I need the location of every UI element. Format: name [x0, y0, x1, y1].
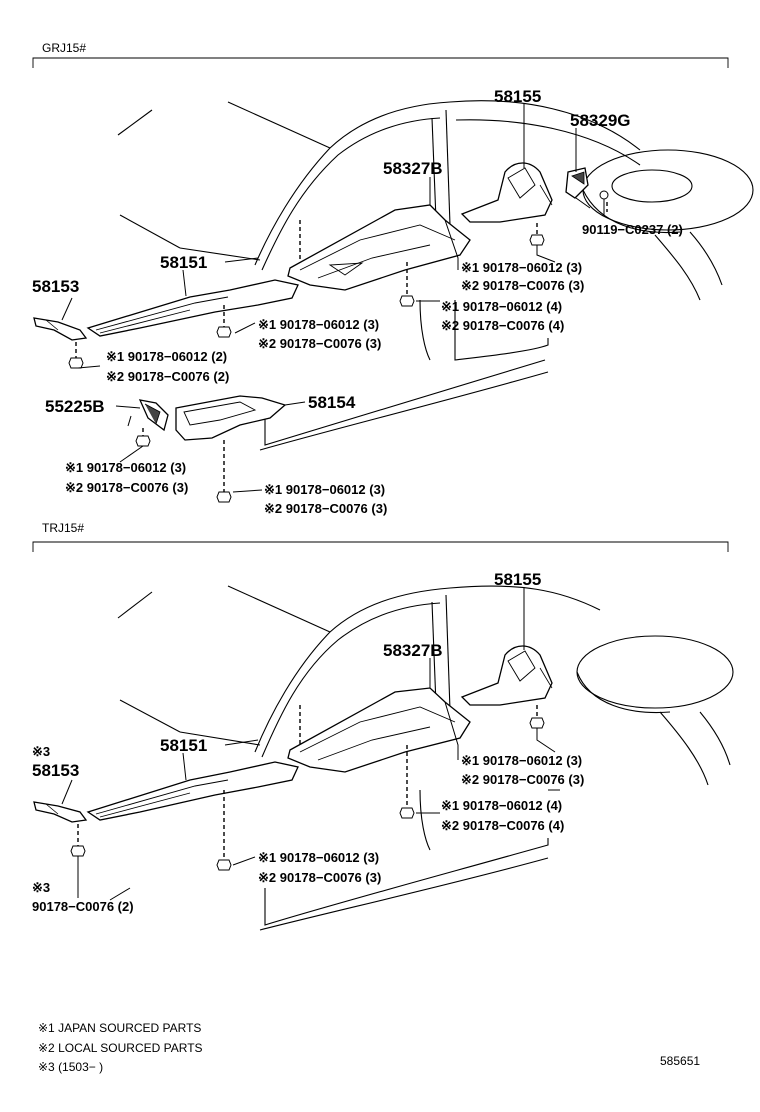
section-header-grj15: GRJ15# — [42, 41, 86, 55]
fastener-label-b-local: ※2 90178−C0076 (4) — [441, 318, 564, 333]
fastener-label-a-local: ※2 90178−C0076 (3) — [461, 278, 584, 293]
fastener-label-c-japan: ※1 90178−06012 (3) — [258, 317, 379, 332]
note-mark-58153: ※3 — [32, 744, 50, 759]
part-58329g — [565, 167, 609, 200]
part-number-58154: 58154 — [308, 393, 356, 412]
part-58155 — [460, 162, 553, 223]
fastener-label-f-japan: ※1 90178−06012 (3) — [264, 482, 385, 497]
part-number-58151: 58151 — [160, 736, 207, 755]
part-number-58153: 58153 — [32, 761, 79, 780]
part-number-58155: 58155 — [494, 570, 541, 589]
fastener-label-a-local: ※2 90178−C0076 (3) — [461, 772, 584, 787]
part-number-58327b: 58327B — [383, 641, 443, 660]
part-58327b — [287, 687, 471, 773]
part-58153 — [33, 801, 88, 823]
part-number-58329g: 58329G — [570, 111, 631, 130]
fastener-label-c-japan: ※1 90178−06012 (3) — [258, 850, 379, 865]
fastener-label-a-japan: ※1 90178−06012 (3) — [461, 260, 582, 275]
part-number-58155: 58155 — [494, 87, 541, 106]
fastener-label-d-japan: ※1 90178−06012 (2) — [106, 349, 227, 364]
fastener-label-e-local: ※2 90178−C0076 (3) — [65, 480, 188, 495]
part-58151 — [86, 279, 299, 337]
note-local-sourced: ※2 LOCAL SOURCED PARTS — [38, 1041, 203, 1055]
section-header-trj15: TRJ15# — [42, 521, 84, 535]
section-grj15: GRJ15# — [32, 41, 754, 516]
nut-fastener — [68, 234, 545, 503]
fastener-label-f-local: ※2 90178−C0076 (3) — [264, 501, 387, 516]
fastener-label-c-local: ※2 90178−C0076 (3) — [258, 870, 381, 885]
part-58154 — [175, 395, 287, 441]
fastener-label-d-local: ※2 90178−C0076 (2) — [106, 369, 229, 384]
part-55225b — [138, 399, 169, 432]
note-mark-fastener: ※3 — [32, 880, 50, 895]
note-japan-sourced: ※1 JAPAN SOURCED PARTS — [38, 1021, 201, 1035]
fastener-label-b-local: ※2 90178−C0076 (4) — [441, 818, 564, 833]
fastener-label-a-japan: ※1 90178−06012 (3) — [461, 753, 582, 768]
diagram-id: 585651 — [660, 1054, 700, 1068]
section-trj15: TRJ15# — [32, 521, 734, 931]
fastener-label-e-japan: ※1 90178−06012 (3) — [65, 460, 186, 475]
notes: ※1 JAPAN SOURCED PARTS ※2 LOCAL SOURCED … — [38, 1021, 700, 1074]
part-number-55225b: 55225B — [45, 397, 105, 416]
vehicle-body-outline — [117, 585, 734, 931]
fastener-label-c-local: ※2 90178−C0076 (3) — [258, 336, 381, 351]
fastener-label-b-japan: ※1 90178−06012 (4) — [441, 798, 562, 813]
note-production-date: ※3 (1503− ) — [38, 1060, 103, 1074]
part-58155 — [460, 645, 553, 706]
part-number-58153: 58153 — [32, 277, 79, 296]
fastener-label-b-japan: ※1 90178−06012 (4) — [441, 299, 562, 314]
part-number-58151: 58151 — [160, 253, 207, 272]
vehicle-body-outline — [117, 100, 754, 451]
section-bracket — [32, 541, 729, 552]
nut-fastener — [70, 717, 545, 871]
part-number-58327b: 58327B — [383, 159, 443, 178]
part-58327b — [287, 204, 471, 291]
fastener-label-90119: 90119−C0237 (2) — [582, 222, 683, 237]
part-58151 — [86, 761, 299, 821]
section-bracket — [32, 57, 729, 68]
fastener-label-g-local: 90178−C0076 (2) — [32, 899, 134, 914]
part-58153 — [33, 317, 88, 341]
